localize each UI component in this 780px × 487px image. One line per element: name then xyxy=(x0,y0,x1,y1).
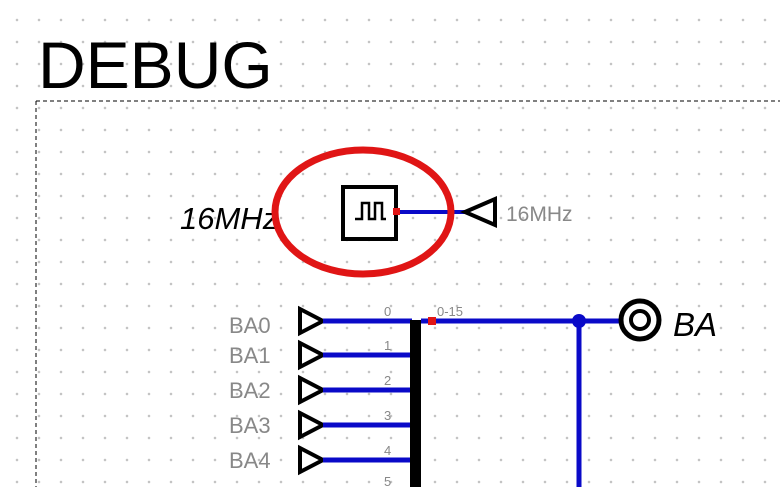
clock-waveform-icon xyxy=(355,201,386,221)
highlight-circle xyxy=(271,146,455,278)
input-pin-ba1[interactable] xyxy=(298,339,328,371)
input-pin-ba2[interactable] xyxy=(298,374,328,406)
clock-component[interactable] xyxy=(341,185,398,241)
input-label-ba4: BA4 xyxy=(229,448,271,473)
probe-label: BA xyxy=(673,306,717,343)
splitter-bit-label-1: 1 xyxy=(384,338,391,353)
section-title: DEBUG xyxy=(38,28,273,102)
splitter-bundle-label: 0-15 xyxy=(437,304,463,319)
clock-output-port xyxy=(393,208,400,215)
input-label-ba3: BA3 xyxy=(229,413,271,438)
input-pin-ba4[interactable] xyxy=(298,444,328,476)
splitter-bar[interactable] xyxy=(410,320,421,487)
output-probe[interactable] xyxy=(618,298,662,342)
splitter-bit-label-4: 4 xyxy=(384,443,391,458)
splitter-output-port xyxy=(428,317,436,325)
splitter-bit-label-0: 0 xyxy=(384,304,391,319)
clock-tunnel[interactable] xyxy=(459,195,497,229)
input-label-ba2: BA2 xyxy=(229,378,271,403)
clock-tunnel-label: 16MHz xyxy=(506,203,573,226)
input-label-ba1: BA1 xyxy=(229,343,271,368)
splitter-bit-label-2: 2 xyxy=(384,373,391,388)
splitter-bit-label-5: 5 xyxy=(384,474,391,487)
splitter-bit-label-3: 3 xyxy=(384,408,391,423)
input-pin-ba3[interactable] xyxy=(298,409,328,441)
bus-junction-dot xyxy=(572,314,586,328)
input-pin-ba0[interactable] xyxy=(298,305,328,337)
input-label-ba0: BA0 xyxy=(229,313,271,338)
clock-label: 16MHz xyxy=(180,201,279,236)
